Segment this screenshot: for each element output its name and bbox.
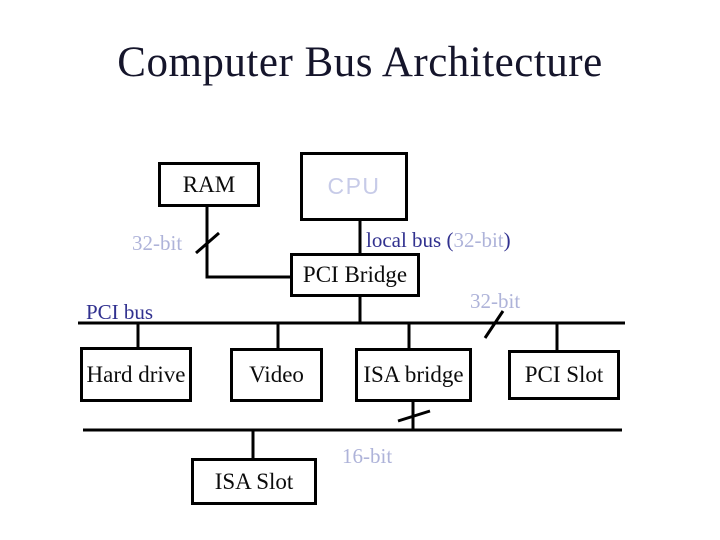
cpu-box: CPU <box>300 152 408 221</box>
pci-bus-label: PCI bus <box>86 300 154 324</box>
pci-bus-width-label: 32-bit <box>470 289 521 313</box>
ram-link-width-label: 32-bit <box>132 231 183 255</box>
pci-slot-label: PCI Slot <box>524 362 604 387</box>
pci-bus-width-slash <box>483 310 505 339</box>
isa-slot-box: ISA Slot <box>191 458 317 505</box>
local-bus-width-label: 32-bit <box>453 228 504 252</box>
isa-bridge-label: ISA bridge <box>363 362 464 387</box>
video-box: Video <box>230 348 323 402</box>
isa-bridge-box: ISA bridge <box>355 348 472 402</box>
ram-box: RAM <box>158 162 260 207</box>
local-bus-label-prefix: local bus ( <box>366 228 454 252</box>
pci-slot-box: PCI Slot <box>508 350 620 400</box>
cpu-label: CPU <box>327 173 381 199</box>
pci-bridge-label: PCI Bridge <box>302 262 408 287</box>
isa-bus-width-slash <box>397 409 431 423</box>
local-bus-label-suffix: ) <box>503 228 511 252</box>
ram-to-bridge-connector <box>205 207 290 279</box>
hard-drive-label: Hard drive <box>86 361 186 387</box>
video-label: Video <box>249 362 304 387</box>
local-bus-label: local bus (32-bit) <box>366 230 511 251</box>
hard-drive-box: Hard drive <box>80 347 192 402</box>
ram-label: RAM <box>182 171 236 197</box>
pci-bridge-box: PCI Bridge <box>290 253 420 297</box>
ram-link-width-slash <box>195 231 220 255</box>
slide-title: Computer Bus Architecture <box>117 39 603 86</box>
isa-slot-label: ISA Slot <box>214 468 294 494</box>
isa-bus-width-label: 16-bit <box>342 444 393 468</box>
